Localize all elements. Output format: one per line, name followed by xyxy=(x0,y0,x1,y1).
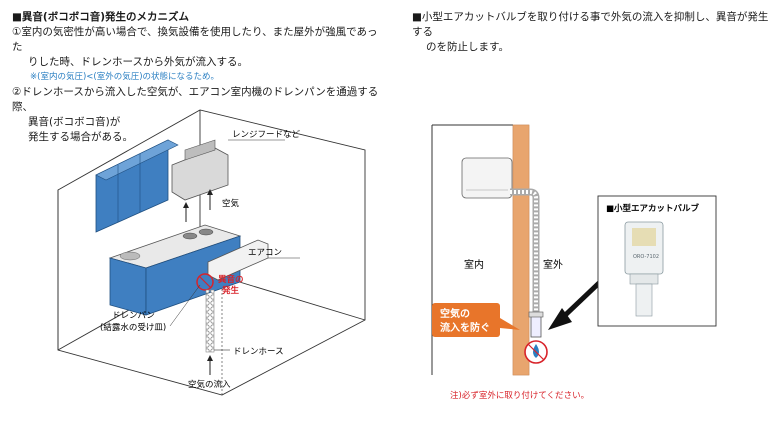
label-drain-hose: ドレンホース xyxy=(233,347,284,357)
label-drain-pan-1: ドレンパン xyxy=(112,311,155,321)
item2-line1: ②ドレンホースから流入した空気が、エアコン室内機のドレンパンを通過する際、 xyxy=(12,86,379,113)
label-prevent-1: 空気の xyxy=(440,307,470,320)
noise-marker xyxy=(196,273,214,291)
label-air: 空気 xyxy=(222,198,240,209)
label-valve-title: ■小型エアカットバルブ xyxy=(606,203,700,214)
label-drain-pan-2: (結露水の受け皿) xyxy=(100,322,166,333)
prevent-callout: 空気の 流入を防ぐ xyxy=(432,303,520,337)
valve-product-box: ■小型エアカットバルブ ORO-7102 xyxy=(597,195,717,327)
label-valve-model: ORO-7102 xyxy=(633,254,659,260)
label-indoor: 室内 xyxy=(464,258,484,271)
drain-hose-left xyxy=(205,289,215,353)
item2-line2: 異音(ボコボコ音)が xyxy=(28,116,121,128)
aircon-indoor-unit xyxy=(461,157,513,199)
pointer-arrow xyxy=(558,280,602,322)
water-drop-marker xyxy=(524,340,548,364)
label-prevent-2: 流入を防ぐ xyxy=(440,321,490,334)
label-air-inflow: 空気の流入 xyxy=(188,379,231,390)
range-hood xyxy=(171,139,285,201)
label-outdoor: 室外 xyxy=(543,258,563,271)
air-cut-valve xyxy=(528,311,544,338)
right-line2: のを防止します。 xyxy=(426,41,509,53)
label-range-hood: レンジフードなど xyxy=(232,130,301,140)
item1-line1: ①室内の気密性が高い場合で、換気設備を使用したり、また屋外が強風であった xyxy=(12,26,378,53)
wall-section xyxy=(431,124,530,376)
air-arrows xyxy=(183,189,213,222)
label-aircon: エアコン xyxy=(248,248,282,258)
right-line1: ■小型エアカットバルブを取り付ける事で外気の流入を抑制し、異音が発生する xyxy=(412,11,769,38)
right-description: ■小型エアカットバルブを取り付ける事で外気の流入を抑制し、異音が発生する のを防… xyxy=(412,10,772,55)
label-noise-2: 発生 xyxy=(221,285,240,296)
item1-line2: りした時、ドレンホースから外気が流入する。 xyxy=(28,56,248,68)
kitchen-counter xyxy=(108,224,242,316)
left-description: ■異音(ボコボコ音)発生のメカニズム ①室内の気密性が高い場合で、換気設備を使用… xyxy=(12,10,382,145)
item2-line3: 発生する場合がある。 xyxy=(28,131,133,143)
label-note: 注)必ず室外に取り付けてください。 xyxy=(450,390,589,401)
label-noise-1: 異音の xyxy=(218,274,244,285)
upper-cabinets xyxy=(95,139,179,233)
left-title: ■異音(ボコボコ音)発生のメカニズム xyxy=(12,11,190,23)
item1-note: ※(室内の気圧)<(室外の気圧)の状態になるため。 xyxy=(30,72,220,82)
